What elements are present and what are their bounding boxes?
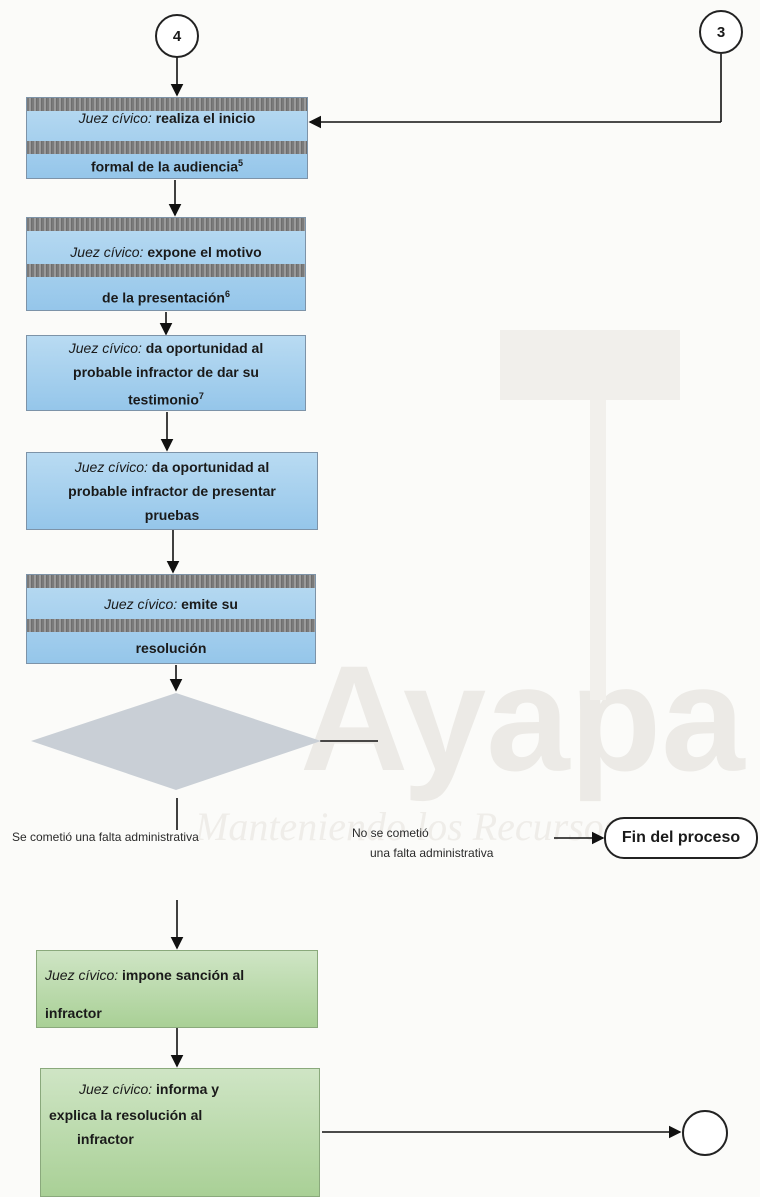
step-text: da oportunidad al [151,459,270,475]
step-inform-resolution: Juez cívico: informa y explica la resolu… [40,1068,320,1197]
connector-4-label: 4 [172,27,182,45]
step-role-label: Juez cívico: [70,244,144,260]
footnote-ref: 6 [224,289,230,299]
step-text: infractor [77,1131,134,1147]
footnote-ref: 5 [238,158,244,168]
step-role-label: Juez cívico: [104,596,178,612]
step-explain-reason: Juez cívico: expone el motivo de la pres… [26,217,306,311]
end-terminal: Fin del proceso [604,817,758,859]
decision-no-label-2: una falta administrativa [370,846,494,860]
step-text: probable infractor de presentar [68,483,276,499]
step-text: infractor [45,1005,102,1021]
step-text: pruebas [144,507,200,523]
connector-3-label: 3 [716,23,726,41]
step-text: resolución [135,640,207,656]
step-role-label: Juez cívico: [45,967,119,983]
step-role-label: Juez cívico: [74,459,148,475]
step-text: testimonio [128,391,199,408]
step-testimony: Juez cívico: da oportunidad al probable … [26,335,306,411]
end-label: Fin del proceso [621,829,741,846]
step-text: de la presentación [102,289,225,306]
step-text: expone el motivo [147,244,262,260]
step-impose-sanction: Juez cívico: impone sanción al infractor [36,950,318,1028]
decision-no-label: No se cometió [352,826,429,840]
offpage-connector-circle [682,1110,728,1156]
step-text: da oportunidad al [145,340,264,356]
footnote-ref: 7 [198,391,204,401]
step-role-label: Juez cívico: [68,340,142,356]
step-text: explica la resolución al [49,1107,203,1123]
step-text: emite su [181,596,238,612]
step-text: impone sanción al [122,967,245,983]
connector-3-circle: 3 [699,10,743,54]
step-role-label: Juez cívico: [78,110,152,126]
svg-text:Ayapa: Ayapa [300,634,746,802]
step-text: formal de la audiencia [90,158,239,175]
step-text: informa y [156,1081,220,1097]
decision-diamond [31,693,321,790]
decision-yes-label: Se cometió una falta administrativa [12,830,199,844]
connector-4-circle: 4 [155,14,199,58]
step-start-hearing: Juez cívico: realiza el inicio formal de… [26,97,308,179]
step-text: probable infractor de dar su [73,364,259,380]
step-evidence: Juez cívico: da oportunidad al probable … [26,452,318,530]
step-resolution: Juez cívico: emite su resolución [26,574,316,664]
step-role-label: Juez cívico: [79,1081,153,1097]
step-text: realiza el inicio [155,110,256,126]
